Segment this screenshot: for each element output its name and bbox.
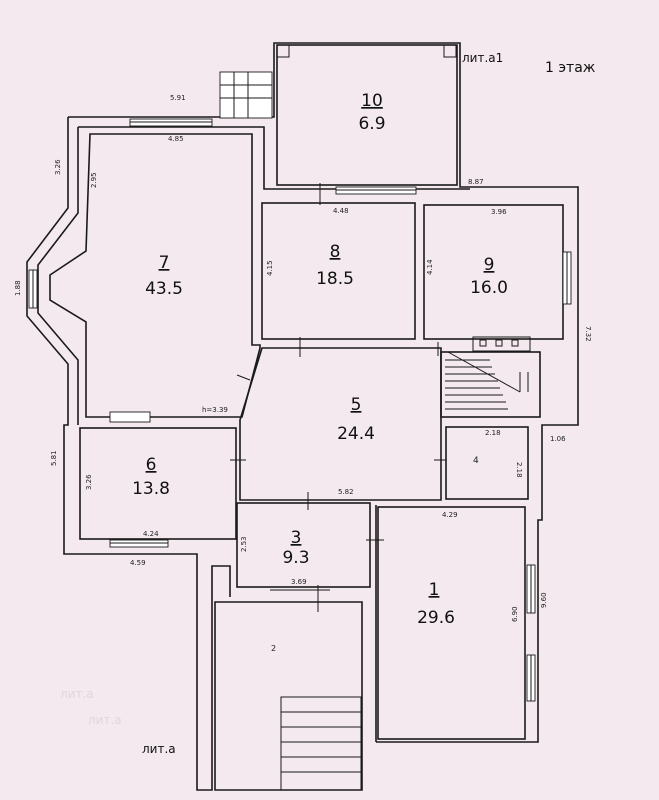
dimension-label: 4.48 xyxy=(333,207,349,215)
dimension-label: 3.96 xyxy=(491,208,507,216)
ghost-label: лит.а xyxy=(88,713,122,727)
room-8-number: 8 xyxy=(330,242,341,262)
room-1-number: 1 xyxy=(429,580,440,600)
floor-label: 1 этаж xyxy=(545,60,596,76)
dimension-labels: 5.91 4.85 3.26 2.95 1.88 5.81 3.26 4.24 … xyxy=(14,94,592,622)
room-8-area: 18.5 xyxy=(316,269,354,289)
room-5-wall xyxy=(239,347,442,501)
room-10-wall xyxy=(276,44,458,186)
room-3-area: 9.3 xyxy=(282,548,309,568)
room-6-wall xyxy=(79,427,237,540)
room-9-number: 9 xyxy=(484,255,495,275)
dimension-label: 4.14 xyxy=(426,259,434,275)
room-3-number: 3 xyxy=(291,528,302,548)
dimension-label: 3.26 xyxy=(54,159,62,175)
dimension-label: 3.26 xyxy=(85,474,93,490)
dimension-label: 2.53 xyxy=(240,536,248,552)
dimension-label: 5.82 xyxy=(338,488,354,496)
room-10-column xyxy=(276,44,290,58)
room-4-number: 4 xyxy=(473,456,479,466)
staircase-steps xyxy=(445,351,529,410)
room-10-number: 10 xyxy=(361,91,383,111)
dimension-label: 2.18 xyxy=(485,429,501,437)
lit-a1-label: лит.а1 xyxy=(462,51,503,65)
room-4-wall xyxy=(445,426,529,500)
room-5-area: 24.4 xyxy=(337,424,375,444)
stair-post xyxy=(495,339,503,347)
room-6-number: 6 xyxy=(146,455,157,475)
room-1-area: 29.6 xyxy=(417,608,455,628)
room-10-area: 6.9 xyxy=(358,114,385,134)
dimension-label: h=3.39 xyxy=(202,406,228,414)
room-5-number: 5 xyxy=(351,395,362,415)
room-7-number: 7 xyxy=(159,253,170,273)
staircase xyxy=(440,351,541,418)
lit-a-label: лит.а xyxy=(142,742,176,756)
room-7-wall xyxy=(49,133,261,418)
dimension-label: 7.32 xyxy=(584,326,592,342)
dimension-label: 4.59 xyxy=(130,559,146,567)
room-9-area: 16.0 xyxy=(470,278,508,298)
room-3-wall xyxy=(236,502,371,588)
dimension-label: 4.85 xyxy=(168,135,184,143)
ghost-label: лит.а xyxy=(60,687,94,701)
dimension-label: 5.91 xyxy=(170,94,186,102)
stair-post xyxy=(511,339,519,347)
dimension-label: 4.24 xyxy=(143,530,159,538)
west-wall-inner xyxy=(37,127,79,425)
dimension-label: 4.15 xyxy=(266,260,274,276)
dimension-label: 1.06 xyxy=(550,435,566,443)
dimension-label: 8.87 xyxy=(468,178,484,186)
room-1-wall xyxy=(377,506,526,740)
dimension-label: 6.90 xyxy=(511,606,519,622)
windows xyxy=(28,71,572,702)
room-2-steps xyxy=(280,696,362,791)
west-wall xyxy=(26,117,231,791)
dimension-label: 4.29 xyxy=(442,511,458,519)
outer-wall xyxy=(68,42,579,743)
room-8-wall xyxy=(261,202,416,340)
stair-block xyxy=(472,336,531,352)
dimension-label: 9.60 xyxy=(540,592,548,608)
dimension-label: 3.69 xyxy=(291,578,307,586)
outer-wall-inner xyxy=(78,126,470,190)
room-6-area: 13.8 xyxy=(132,479,170,499)
dimension-label: 5.81 xyxy=(50,450,58,466)
dimension-label: 2.95 xyxy=(90,172,98,188)
room-7-area: 43.5 xyxy=(145,279,183,299)
room-2-wall xyxy=(214,601,363,791)
dimension-label: 2.18 xyxy=(515,462,523,478)
dimension-label: 1.88 xyxy=(14,280,22,296)
door-marks xyxy=(230,183,446,612)
room-2-number: 2 xyxy=(271,644,276,653)
stair-post xyxy=(479,339,487,347)
room-10-column xyxy=(443,44,457,58)
